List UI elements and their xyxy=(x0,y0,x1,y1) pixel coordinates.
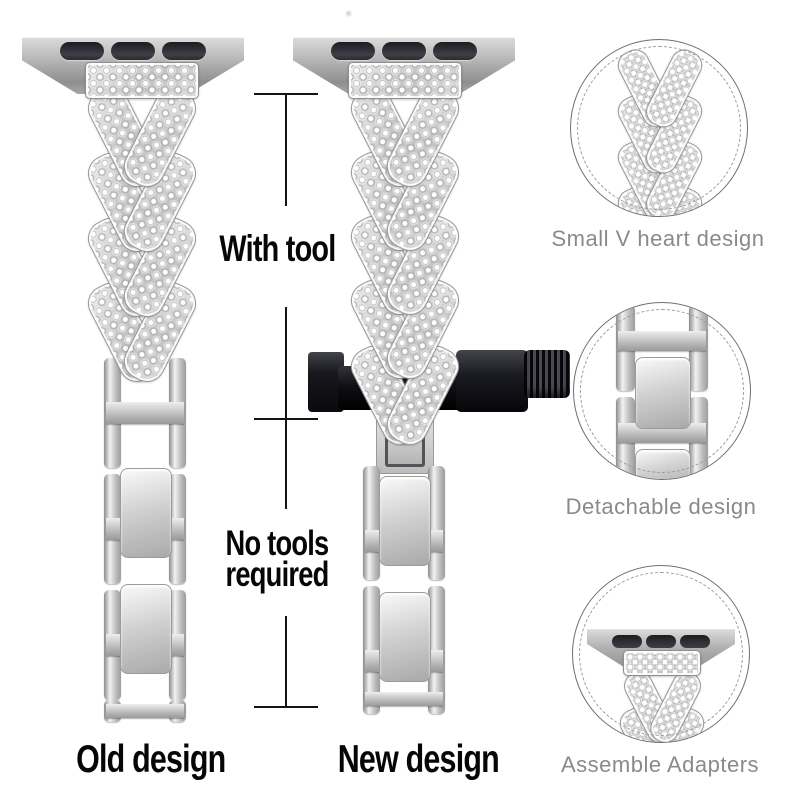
adapter-slot xyxy=(646,635,676,648)
rhinestone-bar-small xyxy=(623,650,701,676)
dimension-line xyxy=(285,420,287,509)
chain-plate-link xyxy=(120,584,172,674)
dimension-tick-middle xyxy=(254,418,318,420)
chain-plate-link xyxy=(379,476,431,566)
adapter-slot xyxy=(433,42,477,60)
detail-circle-adapters xyxy=(572,565,750,743)
chain-plate-link xyxy=(379,592,431,682)
new-chain-links xyxy=(363,410,445,714)
adapter-slot xyxy=(612,635,642,648)
detail-chain-links xyxy=(616,303,708,479)
detail-caption-adapters: Assemble Adapters xyxy=(560,752,760,777)
detail-caption-detachable: Detachable design xyxy=(565,494,757,519)
no-tools-label: No tools required xyxy=(225,524,329,594)
with-tool-label: With tool xyxy=(218,228,336,269)
adapter-slot xyxy=(60,42,104,60)
chain-plate-link xyxy=(635,357,691,429)
chain-frame-link xyxy=(104,358,186,468)
rhinestone-bar xyxy=(348,62,462,99)
chain-plate-link xyxy=(635,449,691,479)
dimension-tick-bottom xyxy=(254,706,318,708)
chain-frame-link xyxy=(616,305,708,391)
dimension-line xyxy=(285,93,287,206)
dimension-line xyxy=(285,616,287,707)
tool-barrel xyxy=(456,350,528,412)
rhinestone-v-link xyxy=(81,81,203,194)
detail-circle-detachable xyxy=(573,302,751,480)
new-design-label: New design xyxy=(337,738,500,781)
tool-knurled-knob xyxy=(524,350,570,398)
sparkle-artifact xyxy=(344,10,353,17)
adapter-slot xyxy=(162,42,206,60)
adapter-slot xyxy=(382,42,426,60)
old-design-label: Old design xyxy=(76,738,226,781)
dimension-line xyxy=(285,307,287,419)
chain-end-link xyxy=(104,700,186,722)
rhinestone-bar xyxy=(85,62,199,99)
chain-plate-link xyxy=(120,468,172,558)
adapter-slot xyxy=(111,42,155,60)
rhinestone-v-link-small xyxy=(619,666,706,742)
adapter-slot xyxy=(331,42,375,60)
adapter-slot xyxy=(680,635,710,648)
detail-caption-v-heart: Small V heart design xyxy=(551,226,765,251)
chain-end-link xyxy=(363,690,445,714)
detail-circle-v-heart xyxy=(570,39,748,217)
rhinestone-v-link-small xyxy=(612,44,708,133)
rhinestone-v-link xyxy=(344,81,466,194)
old-chain-links xyxy=(104,352,186,722)
